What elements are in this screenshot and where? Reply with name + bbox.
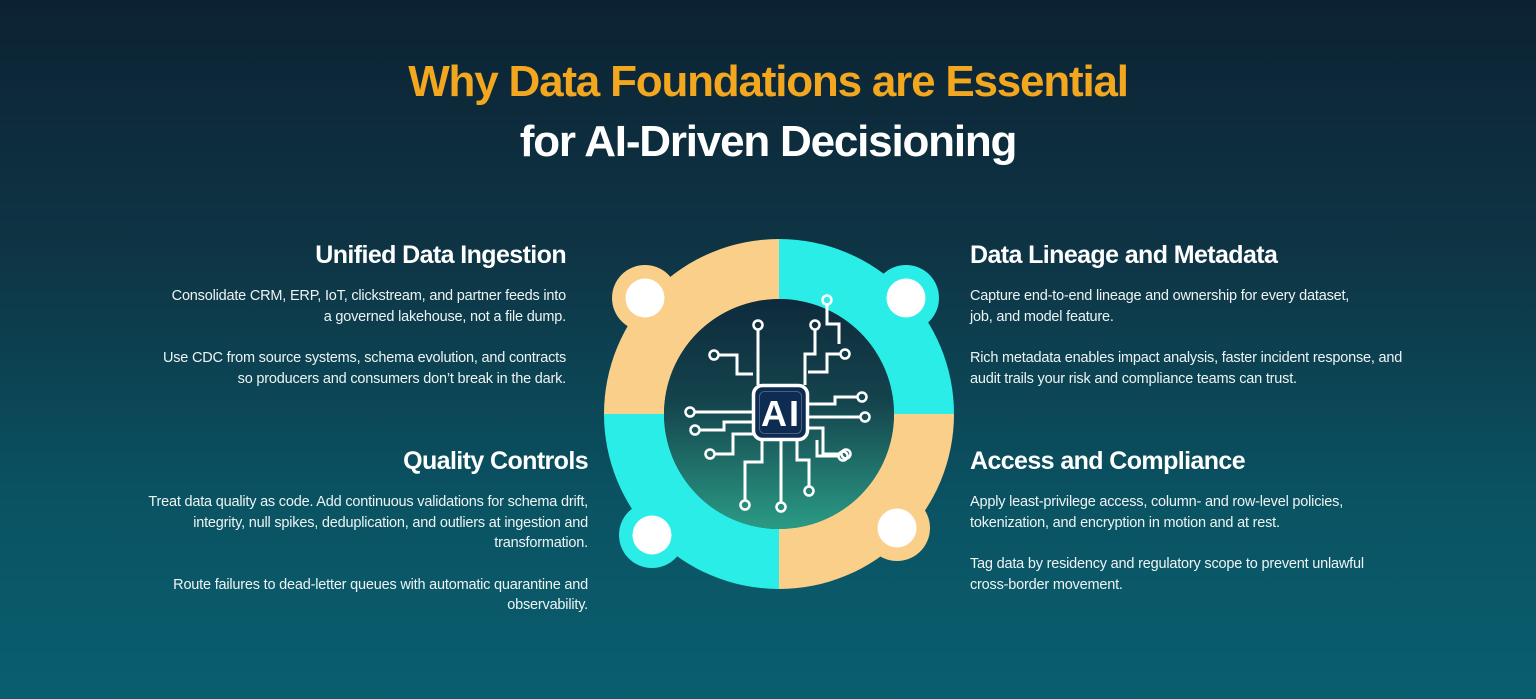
ring-quadrant-bottom-left: [604, 414, 779, 589]
section-quality-controls: Quality Controls Treat data quality as c…: [28, 446, 588, 637]
section-unified-data-ingestion: Unified Data Ingestion Consolidate CRM, …: [6, 240, 567, 410]
node-circle-top-left: [625, 278, 665, 318]
section-heading: Data Lineage and Metadata: [970, 241, 1278, 269]
page-title: Why Data Foundations are Essential for A…: [0, 52, 1536, 172]
section-heading: Access and Compliance: [970, 447, 1246, 475]
section-paragraph: Treat data quality as code. Add continuo…: [148, 494, 588, 551]
ai-chip: AI: [751, 383, 810, 442]
section-paragraph: Route failures to dead-letter queues wit…: [173, 576, 588, 614]
ring-quadrant-top-left: [604, 239, 779, 414]
ring-quadrant-bottom-right: [779, 414, 954, 589]
ai-chip-label: AI: [761, 393, 801, 434]
section-data-lineage-and-metadata: Data Lineage and Metadata Capture end-to…: [970, 240, 1490, 410]
section-access-and-compliance: Access and Compliance Apply least-privil…: [970, 446, 1490, 616]
section-paragraph: Capture end-to-end lineage and ownership…: [970, 288, 1350, 325]
section-paragraph: Tag data by residency and regulatory sco…: [970, 556, 1364, 593]
title-line-2: for AI-Driven Decisioning: [519, 117, 1018, 166]
ai-ring-diagram: AI: [569, 204, 989, 624]
section-paragraph: Rich metadata enables impact analysis, f…: [970, 350, 1403, 387]
quadrant-ring: [604, 239, 954, 589]
ai-chip-body: [751, 383, 810, 442]
node-circle-bottom-left: [632, 515, 672, 555]
title-line-1: Why Data Foundations are Essential: [408, 57, 1129, 106]
section-paragraph: Consolidate CRM, ERP, IoT, clickstream, …: [171, 288, 567, 325]
circuit-pattern: [684, 294, 871, 513]
node-circle-bottom-right: [877, 508, 917, 548]
section-paragraph: Use CDC from source systems, schema evol…: [162, 350, 566, 387]
node-circle-top-right: [886, 278, 926, 318]
section-heading: Unified Data Ingestion: [315, 241, 566, 269]
section-paragraph: Apply least-privilege access, column- an…: [970, 494, 1344, 531]
ring-quadrant-top-right: [779, 239, 954, 414]
section-heading: Quality Controls: [403, 447, 588, 475]
ai-ring-diagram-svg: AI: [604, 239, 954, 589]
ring-node-dots: [625, 278, 926, 555]
ai-chip-inner-outline: [759, 391, 802, 434]
